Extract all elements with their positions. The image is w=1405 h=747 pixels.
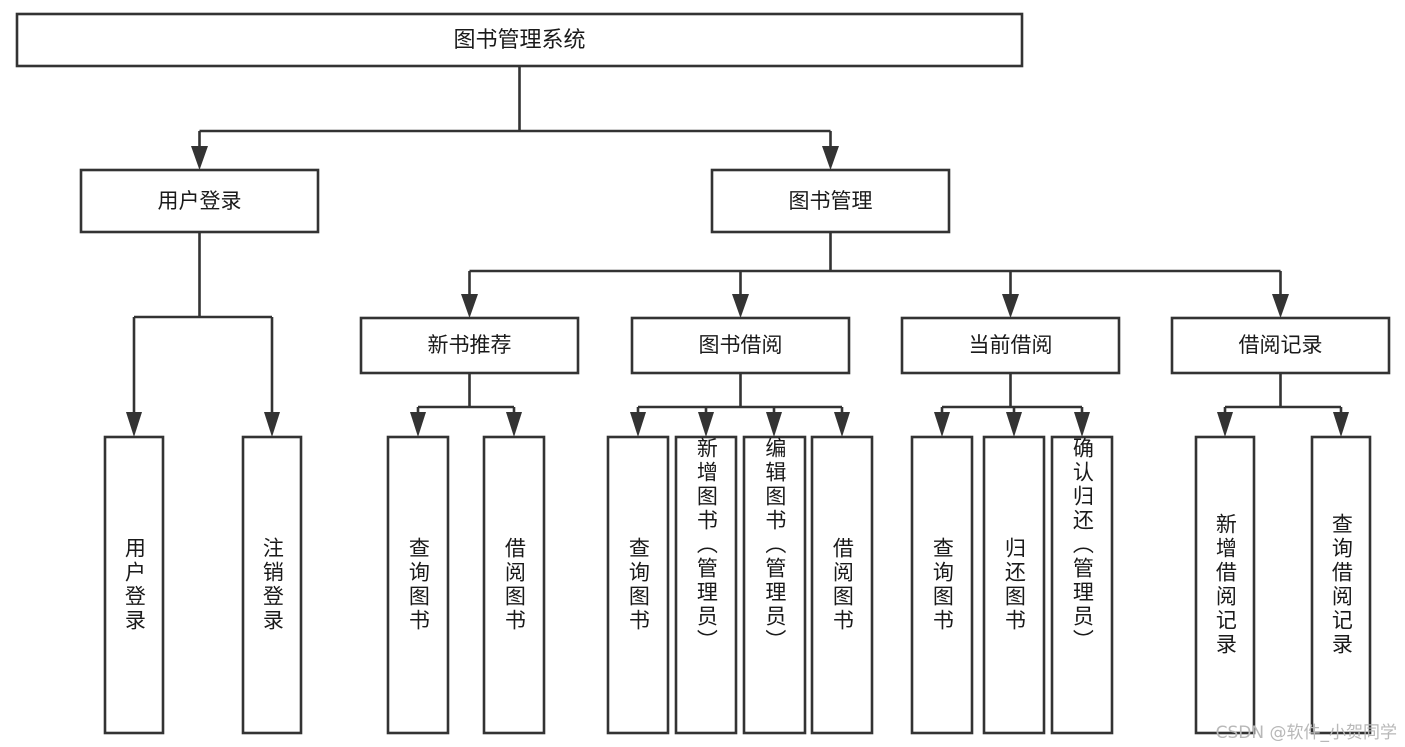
arrow-head-current-borrow-leaf-3 <box>1074 412 1090 437</box>
arrow-head-current-borrow-leaf-1 <box>934 412 950 437</box>
node-current-borrow[interactable]: 当前借阅 <box>900 316 1121 375</box>
arrow-head-root-to-user-login <box>191 146 208 170</box>
node-borrow-records-label: 借阅记录 <box>1239 333 1323 357</box>
arrow-head-new-book-leaf-1 <box>410 412 426 437</box>
connector-group-records-to-leaves <box>1217 373 1349 437</box>
arrow-head-book-mgmt-borrow <box>732 294 749 318</box>
leaf-box-query-book-current[interactable] <box>910 435 974 735</box>
arrow-head-records-leaf-2 <box>1333 412 1349 437</box>
connector-group-user-login-to-leaves <box>126 232 280 437</box>
node-current-borrow-box[interactable] <box>900 316 1121 375</box>
leaf-box-borrow-book-rec[interactable] <box>482 435 546 735</box>
node-borrow-records-box[interactable] <box>1170 316 1391 375</box>
csdn-watermark: CSDN @软件_小贺同学 <box>1215 723 1397 743</box>
node-user-login-label: 用户登录 <box>158 189 242 213</box>
arrow-head-user-login-leaf-2 <box>264 412 280 437</box>
connector-group-new-book-to-leaves <box>410 373 522 437</box>
arrow-head-book-mgmt-new-book <box>461 294 478 318</box>
arrow-head-book-mgmt-current-borrow <box>1002 294 1019 318</box>
node-book-management-label: 图书管理 <box>789 189 873 213</box>
arrow-head-borrow-leaf-4 <box>834 412 850 437</box>
leaf-box-add-book-admin[interactable] <box>674 435 738 735</box>
node-current-borrow-label: 当前借阅 <box>969 333 1053 357</box>
connector-group-borrow-to-leaves <box>630 373 850 437</box>
arrow-head-records-leaf-1 <box>1217 412 1233 437</box>
arrow-head-borrow-leaf-2 <box>698 412 714 437</box>
arrow-head-current-borrow-leaf-2 <box>1006 412 1022 437</box>
connector-group-current-borrow-to-leaves <box>934 373 1090 437</box>
connector-group-book-mgmt-to-level3 <box>461 232 1289 318</box>
node-root-label: 图书管理系统 <box>453 28 585 53</box>
node-user-login-box[interactable] <box>79 168 320 234</box>
leaf-box-borrow-book[interactable] <box>810 435 874 735</box>
node-borrow-records[interactable]: 借阅记录 <box>1170 316 1391 375</box>
node-book-borrow-label: 图书借阅 <box>699 333 783 357</box>
node-book-management[interactable]: 图书管理 <box>710 168 951 234</box>
connector-group-root-to-level2 <box>191 66 839 170</box>
leaf-box-logout[interactable] <box>241 435 303 735</box>
leaf-box-edit-book-admin[interactable] <box>742 435 807 735</box>
node-new-book-recommend-label: 新书推荐 <box>428 333 512 357</box>
leaf-box-query-book-rec[interactable] <box>386 435 450 735</box>
node-user-login[interactable]: 用户登录 <box>79 168 320 234</box>
leaf-box-query-book-borrow[interactable] <box>606 435 670 735</box>
arrow-head-root-to-book-mgmt <box>822 146 839 170</box>
arrow-head-borrow-leaf-1 <box>630 412 646 437</box>
node-new-book-recommend[interactable]: 新书推荐 <box>359 316 580 375</box>
node-book-management-box[interactable] <box>710 168 951 234</box>
arrow-head-new-book-leaf-2 <box>506 412 522 437</box>
node-new-book-recommend-box[interactable] <box>359 316 580 375</box>
node-book-borrow-box[interactable] <box>630 316 851 375</box>
leaf-box-return-book[interactable] <box>982 435 1046 735</box>
leaf-box-add-record[interactable] <box>1194 435 1256 735</box>
leaf-box-query-record[interactable] <box>1310 435 1372 735</box>
arrow-head-user-login-leaf-1 <box>126 412 142 437</box>
leaf-box-user-login[interactable] <box>103 435 165 735</box>
leaf-box-confirm-return-admin[interactable] <box>1050 435 1114 735</box>
node-book-borrow[interactable]: 图书借阅 <box>630 316 851 375</box>
arrow-head-book-mgmt-records <box>1272 294 1289 318</box>
leaf-boxes-group <box>103 435 1372 735</box>
arrow-head-borrow-leaf-3 <box>766 412 782 437</box>
node-root[interactable]: 图书管理系统 <box>15 12 1024 68</box>
node-root-box[interactable] <box>15 12 1024 68</box>
